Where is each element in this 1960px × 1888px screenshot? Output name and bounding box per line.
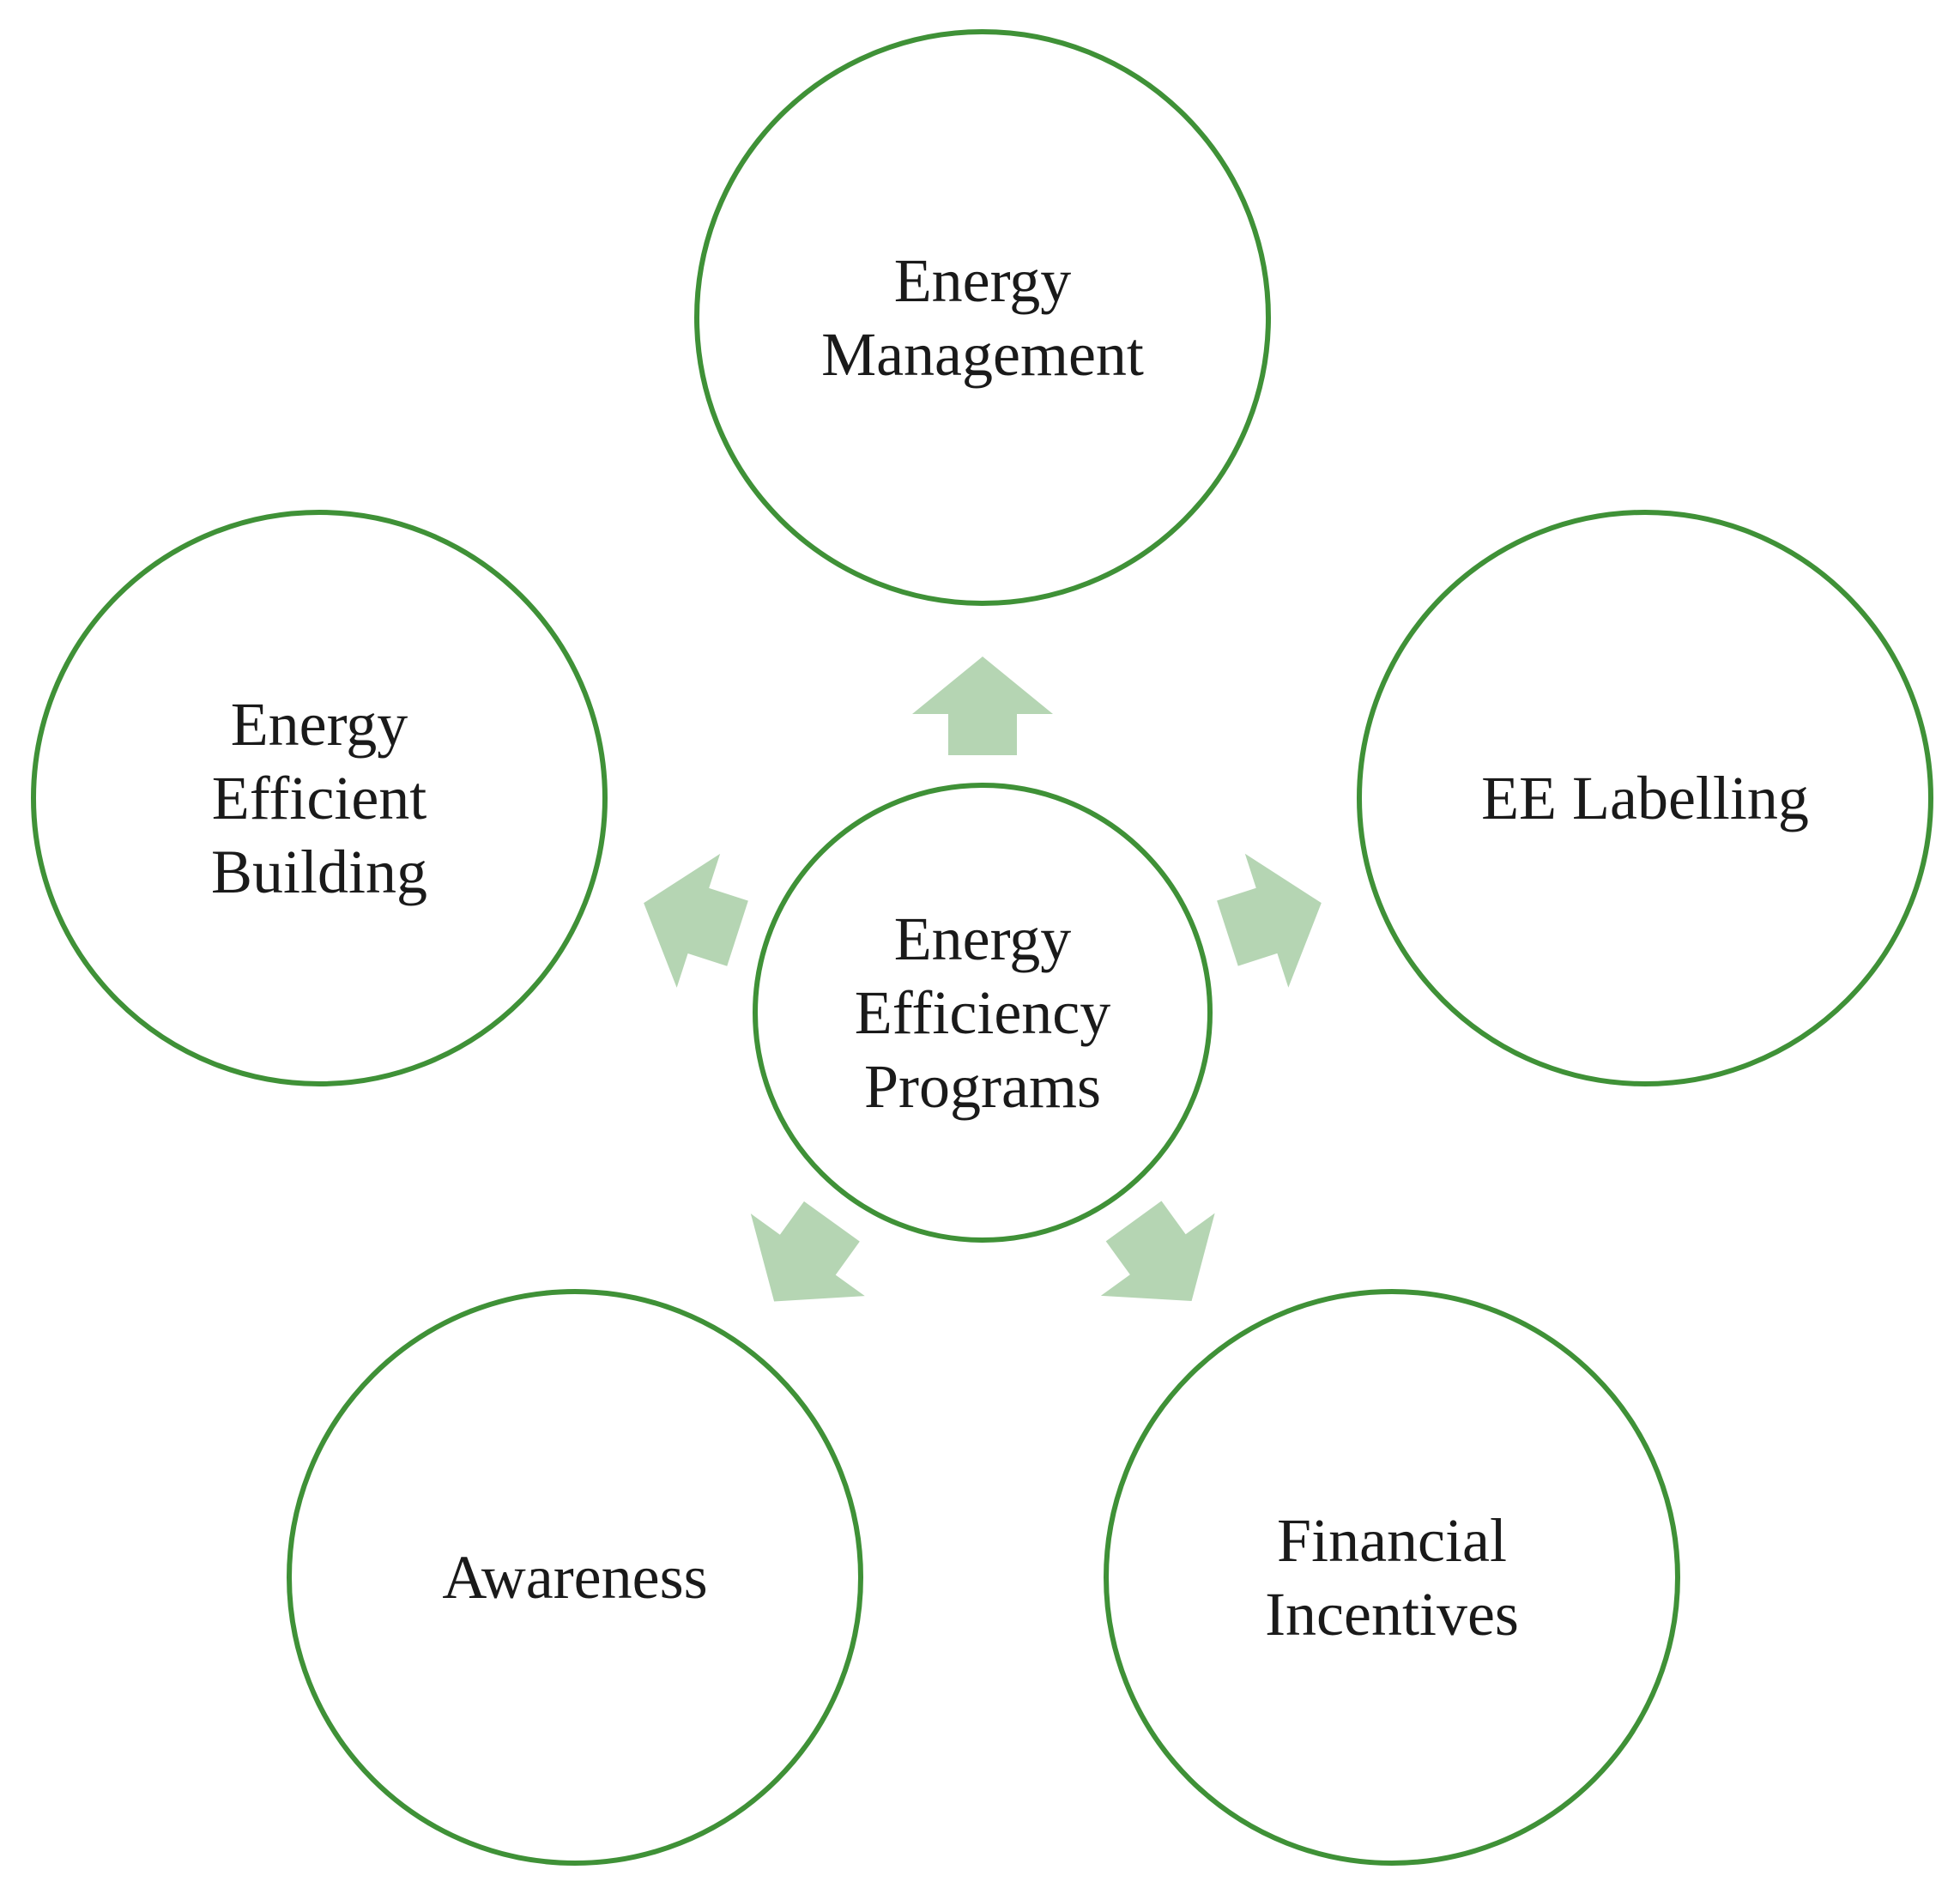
center-node-energy-efficiency-programs-label-line: Energy bbox=[894, 905, 1072, 973]
center-node-energy-efficiency-programs-label-line: Efficiency bbox=[855, 978, 1111, 1047]
arrow-to-ee-labelling bbox=[1217, 853, 1322, 988]
node-energy-management-label-line: Energy bbox=[894, 246, 1072, 315]
center-node-energy-efficiency-programs-label-line: Programs bbox=[864, 1052, 1101, 1121]
node-ee-labelling: EE Labelling bbox=[1357, 510, 1933, 1086]
node-energy-efficient-building-label-line: Building bbox=[211, 838, 427, 906]
node-ee-labelling-circle bbox=[1357, 510, 1933, 1086]
arrows-layer bbox=[644, 657, 1322, 1302]
node-financial-incentives-label-line: Incentives bbox=[1265, 1580, 1519, 1649]
arrow-to-awareness bbox=[750, 1201, 865, 1302]
node-awareness: Awareness bbox=[287, 1289, 863, 1866]
node-energy-efficient-building-label-line: Energy bbox=[231, 690, 408, 759]
node-energy-management-circle bbox=[694, 29, 1271, 606]
arrow-to-energy-efficient-building bbox=[644, 853, 748, 988]
node-energy-efficient-building-circle bbox=[31, 510, 608, 1086]
circles-layer: EnergyEfficiencyProgramsEnergyManagement… bbox=[31, 29, 1933, 1866]
node-energy-efficient-building-label-line: Efficient bbox=[212, 764, 427, 832]
node-awareness-circle bbox=[287, 1289, 863, 1866]
arrow-to-energy-management bbox=[912, 657, 1053, 755]
arrow-to-financial-incentives bbox=[1100, 1201, 1215, 1302]
node-energy-management-label-line: Management bbox=[821, 320, 1144, 389]
node-awareness-label-line: Awareness bbox=[442, 1543, 707, 1612]
center-node-energy-efficiency-programs-circle bbox=[753, 783, 1213, 1243]
node-ee-labelling-label-line: EE Labelling bbox=[1481, 764, 1809, 832]
node-financial-incentives-label-line: Financial bbox=[1277, 1506, 1507, 1575]
node-financial-incentives-circle bbox=[1104, 1289, 1680, 1866]
